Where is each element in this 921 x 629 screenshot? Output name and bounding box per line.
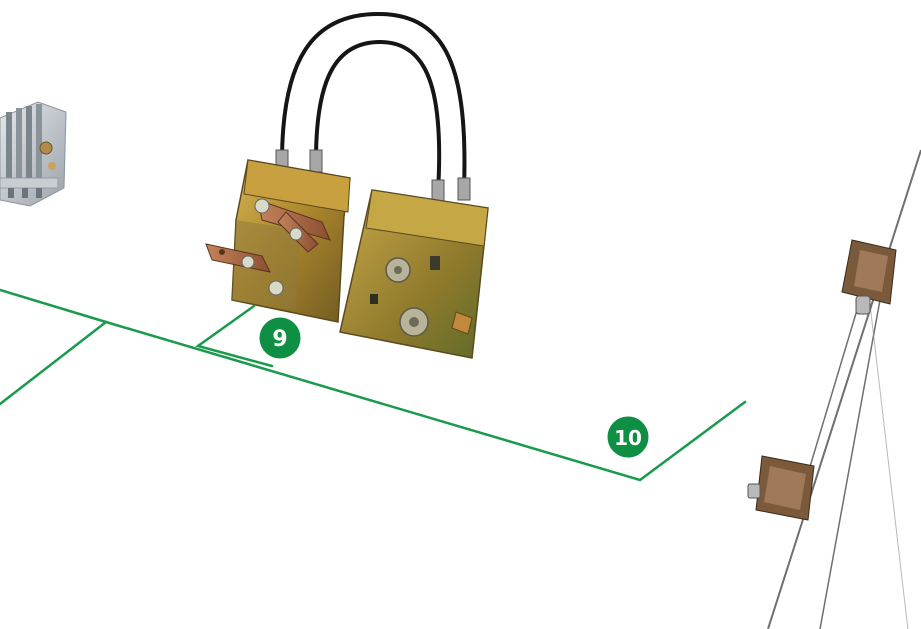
- bowden-cable-inner: [316, 42, 439, 192]
- callout-label-9: 9: [272, 327, 287, 352]
- wire-interlock-image: [748, 150, 921, 629]
- callout-badge-10: 10: [606, 415, 650, 459]
- cable-interlock-image: [206, 14, 488, 358]
- leader-line-branch-left: [0, 322, 106, 404]
- callout-badge-9: 9: [258, 316, 302, 360]
- contactor-block-image: [0, 102, 66, 206]
- callout-label-10: 10: [614, 426, 642, 450]
